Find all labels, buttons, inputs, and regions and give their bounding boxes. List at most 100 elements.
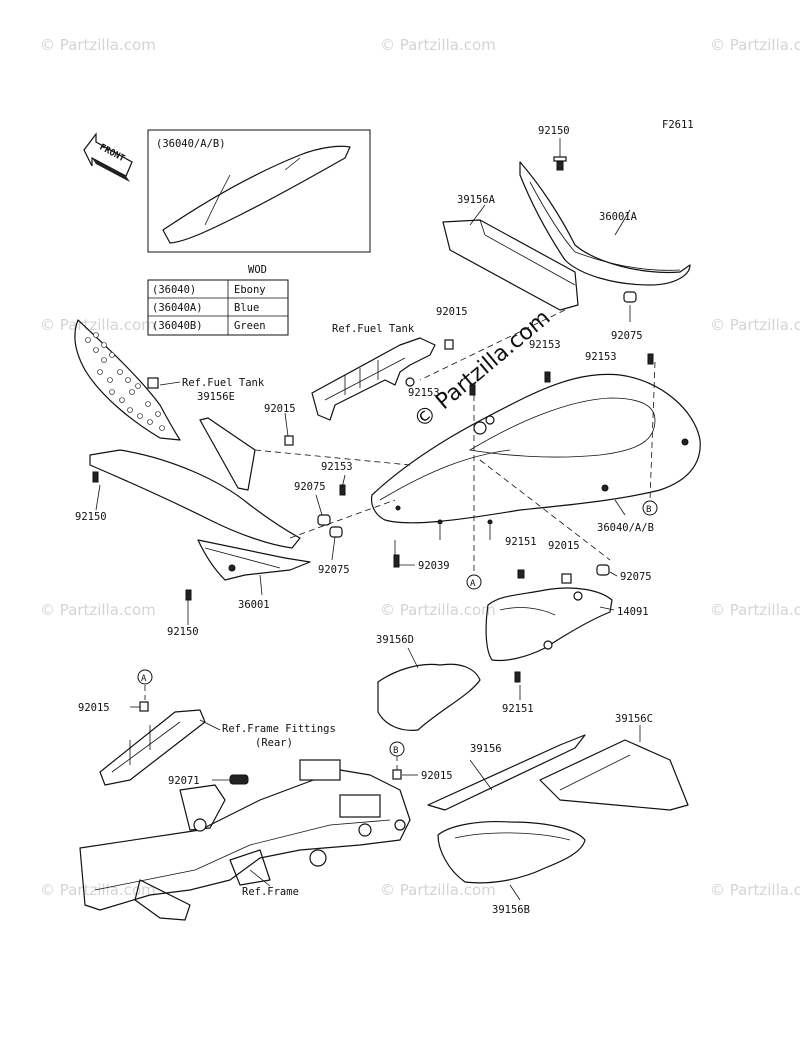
color-table-header: WOD xyxy=(248,264,267,276)
svg-text:A: A xyxy=(141,674,147,684)
front-arrow-icon: FRONT xyxy=(83,132,133,182)
part-label-92153: 92153 xyxy=(529,339,561,351)
bolt-icon xyxy=(185,589,192,601)
cover-36001a xyxy=(519,161,691,286)
part-label-39156a: 39156A xyxy=(457,194,496,206)
watermark-layer: © Partzilla.com © Partzilla.com © Partzi… xyxy=(40,36,800,899)
tail-cowl-36040 xyxy=(370,373,701,525)
part-label-92039: 92039 xyxy=(418,560,450,572)
color-code: (36040B) xyxy=(152,320,203,332)
part-label-92153: 92153 xyxy=(585,351,617,363)
pad-39156 xyxy=(427,734,586,811)
collar-icon xyxy=(284,435,294,446)
watermark: © Partzilla.com xyxy=(380,881,496,899)
watermark: © Partzilla.com xyxy=(40,36,156,54)
part-label-92015: 92015 xyxy=(436,306,468,318)
part-labels: 92150 39156A 36001A 92075 92153 92153 92… xyxy=(75,125,654,916)
part-label-92071: 92071 xyxy=(168,775,200,787)
part-label-14091: 14091 xyxy=(617,606,649,618)
part-label-ref-frame-fittings: Ref.Frame Fittings xyxy=(222,723,336,735)
bolt-icon xyxy=(514,671,521,683)
collar-icon xyxy=(561,573,572,584)
part-label-92150: 92150 xyxy=(538,125,570,137)
part-label-39156e: 39156E xyxy=(197,391,235,403)
frame-fittings-rear xyxy=(99,709,206,786)
pad-39156d xyxy=(377,663,481,731)
side-cover-36001 xyxy=(89,449,311,581)
fuel-tank-bracket xyxy=(311,337,436,421)
part-label-92015: 92015 xyxy=(78,702,110,714)
grommet-icon xyxy=(329,526,343,538)
collar-icon xyxy=(139,701,149,712)
part-label-36001: 36001 xyxy=(238,599,270,611)
grommet-icon xyxy=(623,291,637,303)
watermark: © Partzilla.com xyxy=(710,881,800,899)
svg-text:B: B xyxy=(393,746,398,756)
part-label-92153: 92153 xyxy=(321,461,353,473)
part-label-ref-fuel-tank: Ref.Fuel Tank xyxy=(332,323,415,335)
watermark: © Partzilla.com xyxy=(710,601,800,619)
leader-lines xyxy=(95,138,656,901)
rubber-icon xyxy=(229,774,249,785)
part-label-92075: 92075 xyxy=(294,481,326,493)
part-label-rear: (Rear) xyxy=(255,737,293,749)
color-name: Ebony xyxy=(234,284,266,296)
part-label-39156: 39156 xyxy=(470,743,502,755)
bolt-icon xyxy=(92,471,99,483)
grille-panel xyxy=(74,319,181,441)
color-code: (36040) xyxy=(152,284,196,296)
collar-icon xyxy=(444,339,454,350)
pad-39156e xyxy=(199,417,256,491)
bolt-icon xyxy=(517,569,525,579)
collar-icon xyxy=(392,769,402,780)
bolt-icon xyxy=(553,156,567,171)
part-label-ref-frame: Ref.Frame xyxy=(242,886,299,898)
diagram-code: F2611 xyxy=(662,119,694,131)
part-label-92075: 92075 xyxy=(611,330,643,342)
part-label-36001a: 36001A xyxy=(599,211,638,223)
watermark: © Partzilla.com xyxy=(40,316,156,334)
color-code: (36040A) xyxy=(152,302,203,314)
part-label-92015: 92015 xyxy=(421,770,453,782)
color-name: Green xyxy=(234,320,266,332)
bolt-icon xyxy=(393,554,400,568)
pad-39156c xyxy=(539,739,689,811)
color-table: WOD (36040) Ebony (36040A) Blue (36040B)… xyxy=(147,264,289,336)
part-label-39156b: 39156B xyxy=(492,904,530,916)
inset-box: (36040/A/B) xyxy=(147,129,371,253)
watermark: © Partzilla.com xyxy=(380,36,496,54)
watermark: © Partzilla.com xyxy=(40,601,156,619)
center-watermark: © Partzilla.com xyxy=(409,305,555,433)
part-label-92015: 92015 xyxy=(548,540,580,552)
inset-label: (36040/A/B) xyxy=(156,138,226,150)
grommet-icon xyxy=(317,514,331,526)
part-label-92150: 92150 xyxy=(167,626,199,638)
callout-a-icon: A xyxy=(137,669,153,685)
pad-39156a xyxy=(442,219,579,311)
part-label-39156d: 39156D xyxy=(376,634,414,646)
part-label-92075: 92075 xyxy=(318,564,350,576)
part-label-92015: 92015 xyxy=(264,403,296,415)
bracket-14091 xyxy=(485,587,613,662)
part-label-92150: 92150 xyxy=(75,511,107,523)
part-label-92151: 92151 xyxy=(502,703,534,715)
watermark: © Partzilla.com xyxy=(710,36,800,54)
callout-a-icon: A xyxy=(466,574,482,590)
svg-text:A: A xyxy=(470,579,476,589)
bolt-icon xyxy=(647,353,654,365)
bolt-icon xyxy=(544,371,551,383)
callout-b-icon: B xyxy=(389,741,405,757)
watermark: © Partzilla.com xyxy=(40,881,156,899)
color-name: Blue xyxy=(234,302,259,314)
part-label-39156c: 39156C xyxy=(615,713,653,725)
part-label-36040ab: 36040/A/B xyxy=(597,522,654,534)
part-label-92075: 92075 xyxy=(620,571,652,583)
pad-39156b xyxy=(437,820,586,884)
bolt-icon xyxy=(469,384,476,396)
watermark: © Partzilla.com xyxy=(710,316,800,334)
svg-text:B: B xyxy=(646,505,651,515)
callout-b-icon: B xyxy=(642,500,658,516)
part-label-ref-fuel-tank: Ref.Fuel Tank xyxy=(182,377,265,389)
watermark: © Partzilla.com xyxy=(380,601,496,619)
